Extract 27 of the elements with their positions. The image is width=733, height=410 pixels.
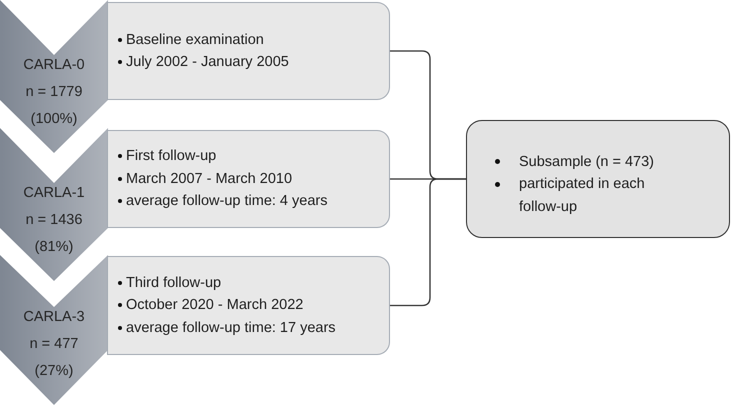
- bullet-text: average follow-up time: 4 years: [118, 190, 328, 213]
- chevron-shape: [0, 128, 108, 281]
- stage-label: CARLA-3: [23, 308, 85, 327]
- stage-label: (100%): [30, 110, 78, 129]
- bracket-line: [390, 178, 466, 306]
- bullet-text: participated in each follow-up: [495, 173, 681, 218]
- summary-panel: [466, 120, 730, 238]
- bullet-text: March 2007 - March 2010: [118, 168, 328, 190]
- bullet-text: Subsample (n = 473): [495, 150, 681, 174]
- bullet-text: Third follow-up: [118, 272, 336, 294]
- bullet-text: average follow-up time: 17 years: [118, 316, 336, 340]
- stage-label: n = 477: [30, 335, 78, 354]
- info-panel: [107, 2, 390, 100]
- bullet-text: First follow-up: [118, 145, 328, 168]
- chevron-shape: [0, 0, 108, 153]
- stage-label: CARLA-1: [23, 184, 85, 203]
- bullet-text: Baseline examination: [118, 28, 289, 51]
- bullet-text: October 2020 - March 2022: [118, 294, 336, 317]
- chevron-shape: [0, 255, 108, 405]
- stage-label: (81%): [34, 238, 74, 257]
- bullet-text: July 2002 - January 2005: [118, 51, 289, 74]
- stage-label: n = 1779: [26, 83, 82, 102]
- stage-label: CARLA-0: [23, 56, 85, 75]
- stage-label: n = 1436: [26, 211, 82, 230]
- stage-label: (27%): [34, 362, 74, 381]
- info-panel: [107, 130, 390, 228]
- info-panel: [107, 256, 390, 355]
